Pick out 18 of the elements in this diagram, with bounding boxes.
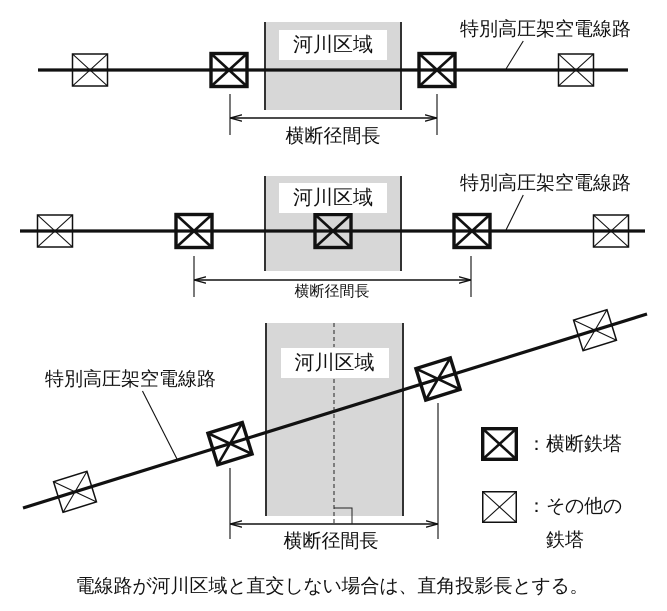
- line-label: 特別高圧架空電線路: [460, 173, 631, 195]
- line-label: 特別高圧架空電線路: [460, 19, 631, 41]
- line-label: 特別高圧架空電線路: [45, 369, 216, 391]
- caption: 電線路が河川区域と直交しない場合は、直角投影長とする。: [76, 576, 588, 598]
- leader-line: [142, 390, 178, 460]
- river-band: [264, 22, 402, 110]
- dimension-label: 横断径間長: [286, 126, 380, 148]
- dimension-label: 横断径間長: [284, 531, 378, 553]
- area-label: 河川区域: [279, 183, 387, 213]
- legend-label: ：横断鉄塔: [527, 433, 623, 457]
- dimension-label: 横断径間長: [294, 282, 370, 302]
- leader-line: [506, 194, 524, 230]
- area-label: 河川区域: [279, 30, 387, 60]
- leader-line: [506, 40, 524, 70]
- legend-label: ：その他の鉄塔: [527, 495, 623, 553]
- river-band: [265, 323, 404, 516]
- area-label: 河川区域: [280, 348, 388, 378]
- river-band: [264, 176, 402, 271]
